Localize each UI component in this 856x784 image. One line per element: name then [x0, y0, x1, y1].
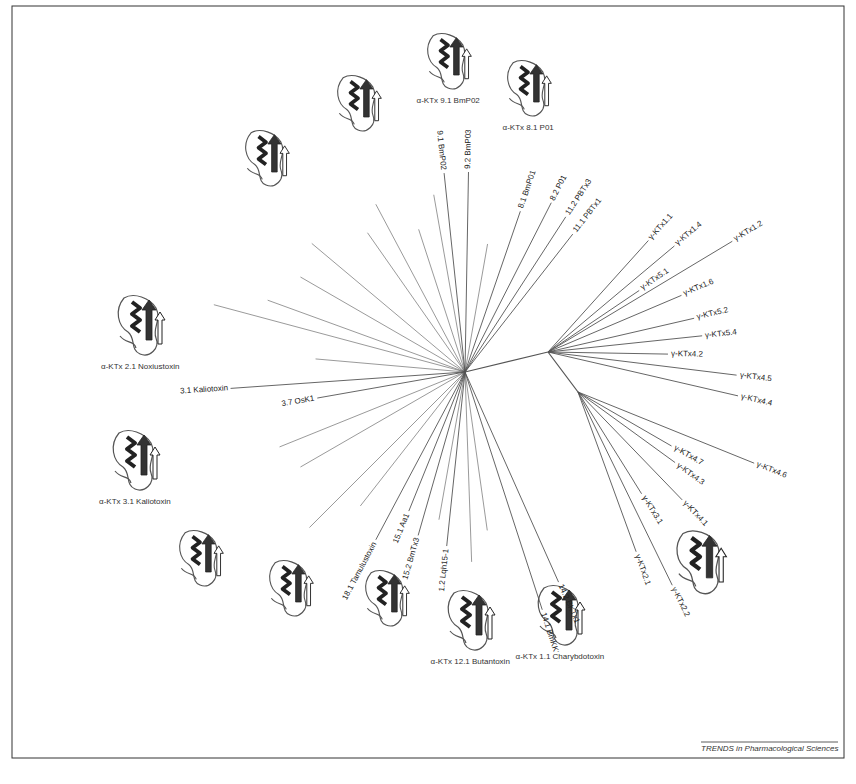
branch [231, 372, 465, 388]
branch [578, 392, 672, 585]
branch-label: 15.2 BmTx3 [401, 537, 423, 581]
branch-label: γ-KTx4.5 [739, 371, 772, 385]
branch [409, 372, 465, 511]
branch [300, 372, 465, 467]
branch [309, 372, 465, 528]
branch [465, 172, 468, 372]
branch [578, 392, 682, 500]
structure-ribbon [338, 76, 382, 131]
branch [548, 241, 648, 352]
branch-label: γ-KTx4.6 [755, 460, 788, 481]
branch [548, 290, 639, 352]
branch [418, 372, 465, 535]
structure-caption: α-KTx 2.1 Noxiustoxin [100, 362, 180, 372]
branch-label: γ-KTx5.4 [705, 327, 738, 340]
branch-label: 15.1 Aa1 [391, 512, 412, 545]
branch [419, 229, 465, 372]
structure-ribbon [270, 561, 314, 616]
branch [578, 392, 672, 446]
branch [447, 372, 465, 546]
branch [465, 211, 520, 372]
structure-caption: α-KTx 8.1 P01 [502, 123, 555, 133]
branch-label: γ-KTx2.1 [632, 553, 652, 587]
branch [578, 392, 675, 463]
branch-label: 3.1 Kaliotoxin [179, 384, 228, 397]
structure-ribbon [113, 431, 160, 490]
structure-caption: α-KTx 3.1 Kaliotoxin [98, 497, 172, 507]
structure-caption: α-KTx 12.1 Butantoxin [430, 657, 511, 667]
branch [548, 352, 738, 396]
branch [465, 372, 542, 610]
branch [376, 204, 465, 372]
branch [317, 372, 465, 398]
branch-label: γ-KTx1.1 [647, 211, 676, 241]
structure-caption: α-KTx 1.1 Charybdotoxin [515, 652, 606, 662]
branch-label: 14.1 BmKK1 [538, 611, 561, 657]
branch-label: 3.7 OsK1 [281, 394, 316, 410]
structure-ribbon [677, 531, 726, 594]
branch-label: 1.2 Lqh15-1 [437, 548, 451, 592]
structure-ribbon [428, 34, 472, 89]
branch-label: γ-KTx4.4 [740, 392, 773, 409]
branch [465, 203, 551, 372]
branch [316, 359, 465, 372]
branch-label: γ-KTx5.2 [696, 306, 729, 323]
branch [548, 318, 694, 352]
branch [465, 372, 559, 582]
structure-ribbon [180, 531, 224, 586]
branch-label: γ-KTx2.2 [669, 586, 692, 619]
branch-label: γ-KTx1.4 [673, 220, 704, 248]
branch-label: γ-KTx4.2 [671, 349, 703, 360]
branch-label: 9.1 BmP02 [434, 130, 448, 170]
branch [465, 372, 472, 562]
structure-caption: α-KTx 9.1 BmP02 [416, 96, 481, 106]
branch-label: 9.2 BmP03 [464, 129, 475, 169]
rule [701, 742, 838, 743]
branch-label: 18.1 Tamulustoxin [340, 540, 379, 602]
branch-label: γ-KTx1.6 [682, 277, 715, 299]
branch [360, 372, 465, 506]
branch-label: γ-KTx1.2 [732, 219, 765, 244]
branch-label: γ-KTx5.1 [639, 267, 671, 293]
branch [444, 173, 465, 372]
structure-ribbon [118, 296, 165, 355]
branch [465, 244, 488, 372]
branch-label: 14.2 BKTx1 [555, 583, 581, 625]
branch-label: γ-KTx3.1 [639, 494, 664, 526]
branch [300, 277, 465, 372]
branch [465, 372, 487, 530]
branch [548, 295, 681, 352]
branch-label: 8.2 P01 [548, 173, 569, 202]
structure-ribbon [508, 61, 552, 116]
branch [548, 246, 674, 352]
branch [214, 305, 465, 372]
branch [376, 372, 465, 540]
branch [578, 392, 636, 552]
branch [465, 234, 573, 372]
branch-label: 8.1 BmP01 [517, 169, 539, 210]
branch-label: γ-KTx4.1 [681, 499, 710, 529]
branch [367, 233, 465, 372]
branch [465, 217, 566, 372]
branch [578, 392, 754, 463]
branch [465, 352, 548, 372]
source-credit: TRENDS in Pharmacological Sciences [701, 744, 838, 754]
structure-ribbon [448, 591, 495, 650]
frame [12, 6, 844, 758]
branch [548, 352, 737, 375]
branch [268, 300, 465, 372]
structure-ribbon [246, 131, 290, 186]
